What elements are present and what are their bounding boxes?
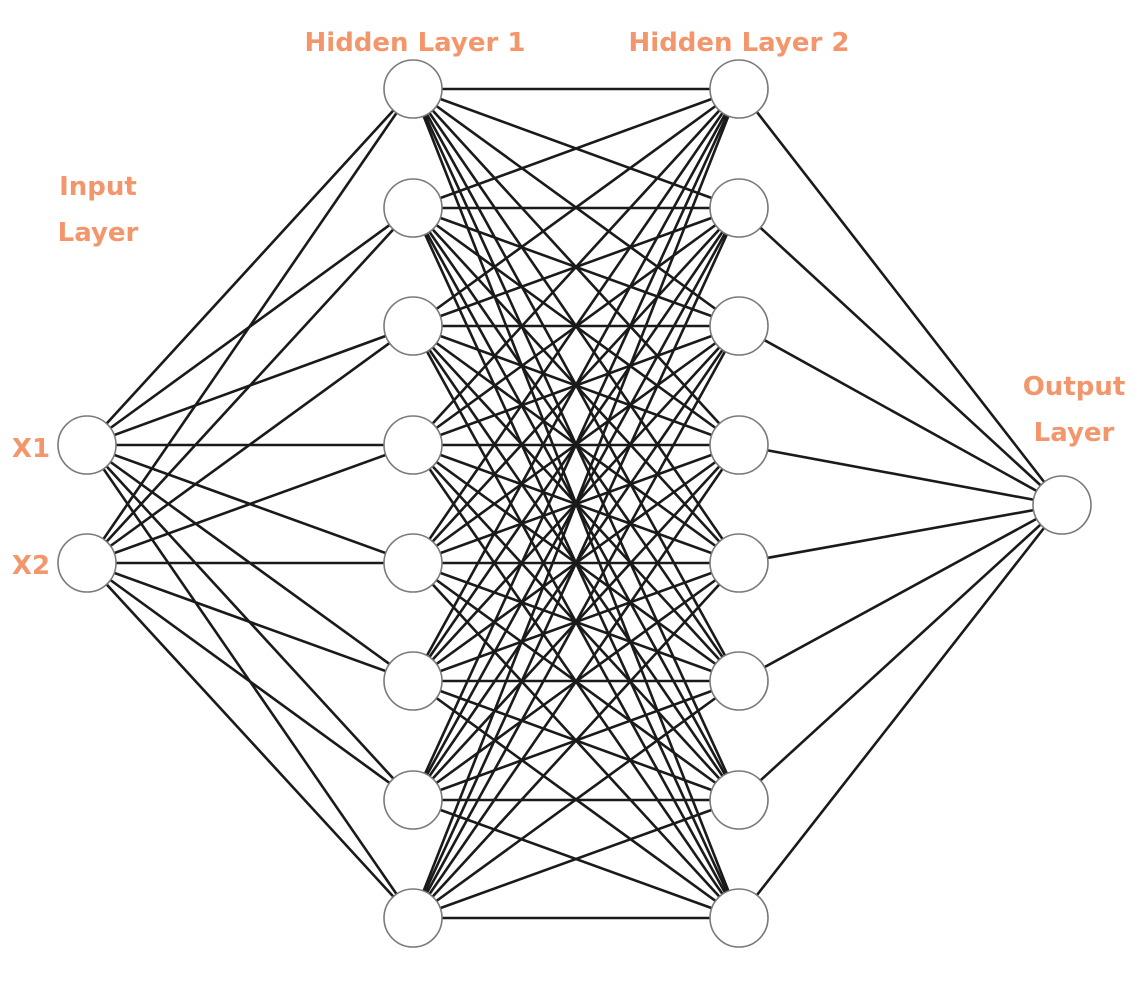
connection-input-2-to-hidden1-8 — [86, 562, 414, 919]
neuron-hidden1-3 — [383, 296, 443, 356]
connection-hidden1-2-to-hidden2-1 — [412, 87, 740, 210]
connection-hidden2-4-to-output-1 — [738, 443, 1063, 507]
connection-input-2-to-hidden1-1 — [85, 88, 415, 564]
neuron-hidden1-8 — [383, 888, 443, 948]
input-layer-label-line2: Layer — [57, 218, 139, 248]
output-layer-label-line2: Layer — [1033, 418, 1115, 448]
connection-input-2-to-hidden1-6 — [86, 561, 414, 683]
connections — [85, 87, 1064, 920]
connection-hidden2-1-to-output-1 — [737, 88, 1064, 506]
neuron-hidden1-4 — [383, 415, 443, 475]
neuron-hidden1-1 — [383, 59, 443, 119]
connection-hidden2-7-to-output-1 — [738, 504, 1063, 801]
connection-hidden2-8-to-output-1 — [737, 504, 1064, 919]
connection-hidden1-4-to-hidden2-1 — [412, 88, 740, 446]
output-layer-label-line1: Output — [1022, 372, 1126, 402]
neuron-hidden1-2 — [383, 178, 443, 238]
connection-hidden1-8-to-hidden2-4 — [411, 444, 741, 919]
connection-hidden2-6-to-output-1 — [738, 503, 1063, 683]
neuron-hidden1-5 — [383, 533, 443, 593]
neuron-hidden2-2 — [709, 178, 769, 238]
connection-hidden1-8-to-hidden2-5 — [412, 562, 740, 919]
connection-input-2-to-hidden1-7 — [86, 561, 414, 802]
connection-hidden1-8-to-hidden2-1 — [411, 88, 741, 919]
neuron-hidden2-4 — [709, 415, 769, 475]
connection-hidden1-5-to-hidden2-1 — [411, 88, 741, 564]
connection-hidden2-2-to-output-1 — [738, 207, 1063, 506]
neurons — [57, 59, 1092, 948]
neuron-output-1 — [1032, 475, 1092, 535]
x2-label: X2 — [11, 551, 51, 581]
neuron-hidden2-1 — [709, 59, 769, 119]
x1-label: X1 — [11, 434, 51, 464]
connection-input-2-to-hidden1-4 — [86, 443, 414, 565]
neuron-hidden2-3 — [709, 296, 769, 356]
connection-input-2-to-hidden1-2 — [86, 207, 414, 564]
hidden-layer-2-label: Hidden Layer 2 — [628, 28, 850, 58]
connection-input-2-to-hidden1-3 — [86, 324, 414, 565]
neuron-input-2 — [57, 533, 117, 593]
neuron-input-1 — [57, 415, 117, 475]
connection-hidden1-8-to-hidden2-2 — [411, 207, 741, 919]
neuron-hidden2-6 — [709, 651, 769, 711]
connection-hidden1-6-to-hidden2-1 — [411, 88, 741, 682]
connection-hidden1-8-to-hidden2-7 — [412, 798, 740, 920]
hidden-layer-1-label: Hidden Layer 1 — [304, 28, 526, 58]
connection-input-1-to-hidden1-1 — [86, 88, 414, 446]
connection-hidden1-7-to-hidden2-1 — [411, 88, 741, 801]
neuron-hidden1-7 — [383, 770, 443, 830]
connection-hidden2-5-to-output-1 — [738, 503, 1063, 565]
neuron-hidden1-6 — [383, 651, 443, 711]
connection-hidden1-8-to-hidden2-6 — [412, 679, 740, 920]
neuron-hidden2-5 — [709, 533, 769, 593]
input-layer-label-line1: Input — [59, 172, 137, 202]
connection-hidden1-3-to-hidden2-1 — [412, 87, 740, 328]
connection-hidden1-8-to-hidden2-3 — [411, 325, 741, 919]
neuron-hidden2-7 — [709, 770, 769, 830]
neuron-hidden2-8 — [709, 888, 769, 948]
connection-hidden2-3-to-output-1 — [738, 324, 1063, 507]
